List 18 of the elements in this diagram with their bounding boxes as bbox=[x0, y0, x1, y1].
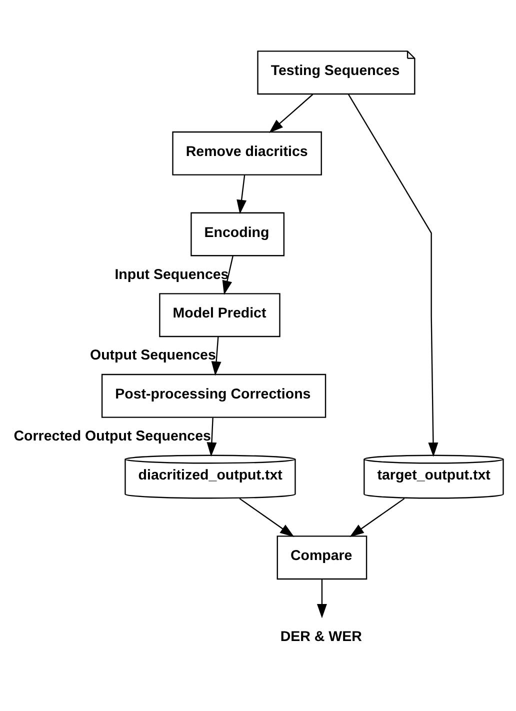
node-box: Compare bbox=[276, 536, 367, 580]
node-box: Model Predict bbox=[158, 293, 280, 338]
node-text: DER & WER bbox=[280, 628, 362, 645]
node-box: Encoding bbox=[190, 212, 284, 256]
arrow bbox=[316, 579, 326, 618]
arrow bbox=[238, 498, 294, 537]
arrow bbox=[268, 94, 313, 133]
edge-label: Corrected Output Sequences bbox=[13, 428, 210, 445]
arrow bbox=[206, 418, 216, 457]
node-box: Remove diacritics bbox=[172, 131, 322, 176]
arrow bbox=[236, 175, 246, 214]
arrow bbox=[210, 336, 221, 376]
arrow bbox=[349, 498, 404, 537]
arrow bbox=[222, 256, 233, 295]
arrow bbox=[347, 94, 438, 457]
edge-label: Input Sequences bbox=[114, 266, 228, 283]
edge-label: Output Sequences bbox=[90, 348, 216, 364]
node-box: Post-processing Corrections bbox=[100, 374, 326, 418]
